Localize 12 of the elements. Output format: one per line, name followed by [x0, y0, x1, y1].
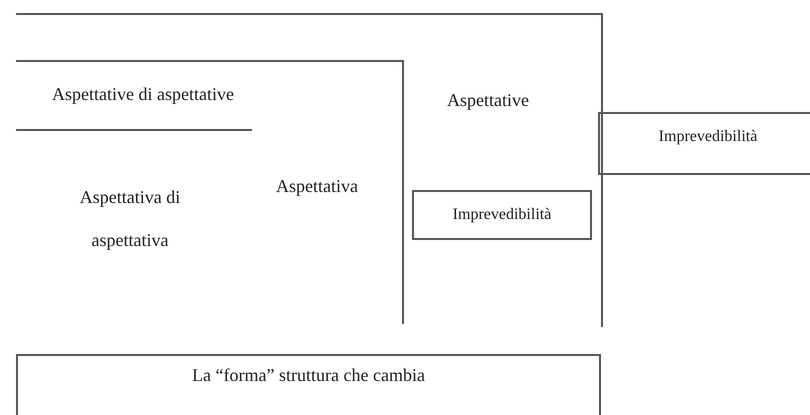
text-box — [412, 190, 592, 240]
label-text: Aspettativa di aspettativa — [78, 186, 182, 252]
text-box — [598, 112, 810, 175]
label-text: Imprevedibilità — [452, 205, 552, 225]
label-text: Aspettative — [447, 90, 529, 111]
label-text: La “forma” struttura che cambia — [191, 364, 426, 387]
bracket-frame — [16, 60, 404, 324]
label-text: Aspettative di aspettative — [52, 84, 234, 105]
text-box — [16, 354, 601, 415]
label-text: Imprevedibilità — [658, 127, 758, 147]
bracket-frame — [16, 13, 603, 327]
label-text: Aspettativa — [276, 176, 358, 197]
